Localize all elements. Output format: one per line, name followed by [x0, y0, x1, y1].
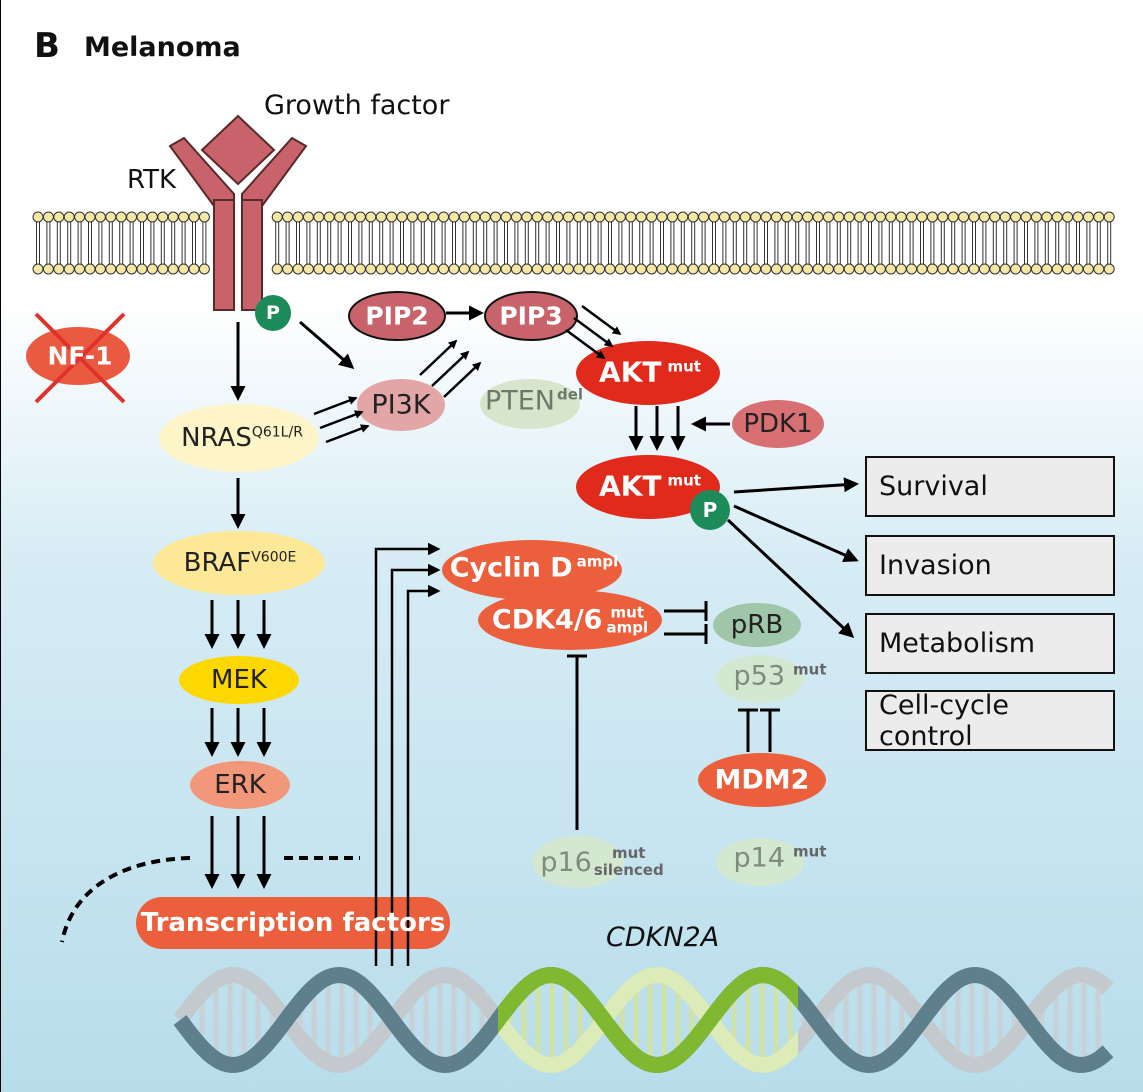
pdk1-node: [732, 400, 824, 448]
p14-node: [716, 838, 804, 886]
nras-label: NRASQ61L/R: [181, 423, 303, 453]
outcome-metabolism: Metabolism: [865, 613, 1115, 674]
tf-to-cyclin-arrow-3: [406, 584, 441, 966]
dna-helix: [173, 966, 1114, 1074]
outcome-cell-cycle-control: Cell-cycle control: [865, 690, 1115, 752]
braf-node: [153, 531, 325, 595]
nf1-deleted-cross: [34, 312, 126, 404]
outcome-invasion: Invasion: [865, 535, 1115, 596]
cyclin-d-node: [442, 540, 622, 600]
akt-to-metabolism-arrow: [726, 518, 855, 639]
growth-factor-ligand: [200, 114, 276, 186]
rtk-label: RTK: [127, 165, 177, 195]
phospho-akt: [690, 490, 730, 530]
pip2-node: [348, 291, 446, 341]
p53-node: [716, 655, 804, 703]
prb-label: pRB: [730, 610, 784, 640]
panel-border: [0, 0, 1, 1092]
rtk-receptor: [168, 136, 308, 311]
pip3-node: [484, 291, 578, 341]
tf-to-cyclin-arrow-1: [374, 542, 441, 966]
pip2-label: PIP2: [365, 301, 429, 331]
mdm2-node: [698, 753, 826, 807]
erk-label: ERK: [214, 770, 266, 800]
akt-to-invasion-arrow: [733, 504, 859, 563]
braf-label: BRAFV600E: [183, 548, 297, 578]
pi3k-label: PI3K: [371, 389, 431, 421]
akt-p-node: [576, 455, 720, 519]
pdk1-label: PDK1: [743, 409, 813, 439]
rtk-to-pi3k-arrow: [299, 320, 355, 369]
cdk46-node: [478, 590, 662, 650]
erk-node: [190, 761, 290, 809]
mek-node: [179, 656, 299, 704]
mdm2-label: MDM2: [714, 764, 810, 796]
panel-letter: B: [34, 26, 60, 66]
phospho-rtk: [255, 295, 291, 331]
phospho-akt-label: P: [702, 498, 718, 522]
cdkn2a-gene-label: CDKN2A: [606, 922, 720, 953]
cell-membrane: [32, 211, 1115, 275]
outcome-survival: Survival: [865, 456, 1115, 517]
phospho-rtk-label: P: [266, 302, 280, 324]
mek-label: MEK: [211, 665, 267, 695]
growth-factor-label: Growth factor: [264, 90, 450, 121]
pten-node: [480, 379, 580, 429]
prb-node: [713, 603, 801, 647]
pi3k-node: [357, 379, 445, 431]
p16-node: [532, 836, 624, 888]
akt-mut-node: [576, 341, 720, 405]
nf1-label: NF-1: [47, 341, 113, 371]
nras-node: [159, 404, 319, 472]
pip3-label: PIP3: [499, 301, 563, 331]
akt-to-survival-arrow: [733, 477, 859, 494]
panel-title: Melanoma: [84, 32, 241, 63]
dashed-curve-left: [60, 856, 191, 943]
transcription-factors-label: Transcription factors: [140, 908, 446, 938]
transcription-factors-node: [136, 897, 450, 949]
tf-to-cyclin-arrow-2: [390, 563, 441, 966]
